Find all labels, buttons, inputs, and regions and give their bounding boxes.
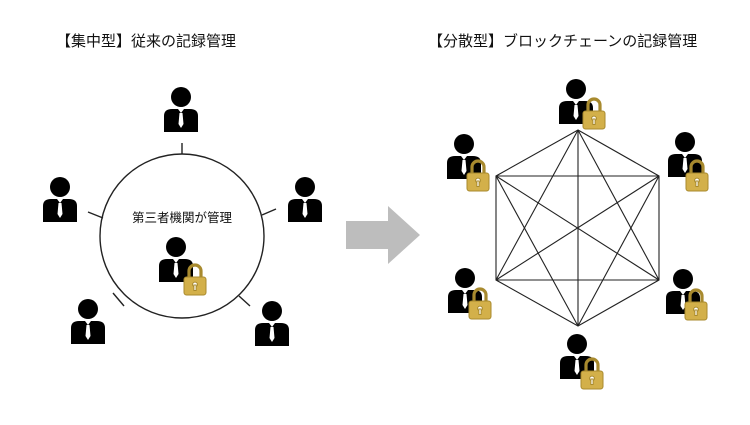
node-top — [559, 79, 607, 131]
edge-0-4 — [495, 129, 579, 281]
centralized-title: 【集中型】従来の記録管理 — [56, 32, 237, 50]
centralized-network — [43, 87, 322, 346]
user-bottom-right-icon — [255, 301, 289, 346]
user-right-icon — [288, 177, 322, 222]
node-upper-left-person-icon — [447, 134, 481, 179]
edge-2-5 — [495, 175, 660, 281]
node-upper-left — [447, 134, 491, 193]
user-bottom-left-icon — [71, 299, 105, 344]
edge-1-3 — [577, 175, 660, 327]
central-authority-label: 第三者機関が管理 — [131, 210, 232, 225]
user-top-icon — [164, 87, 198, 132]
user-left-icon — [43, 177, 77, 222]
node-lower-left — [448, 268, 493, 321]
central-authority-circle — [99, 153, 265, 319]
spoke-left — [87, 211, 104, 219]
spoke-right — [261, 208, 277, 216]
distributed-network — [495, 129, 660, 327]
spoke-bottom-right — [238, 295, 251, 307]
spoke-bottom-left — [112, 292, 125, 307]
node-bottom — [560, 334, 605, 391]
node-upper-right — [668, 132, 710, 193]
distributed-title: 【分散型】ブロックチェーンの記録管理 — [428, 32, 698, 50]
node-upper-right-person-icon — [668, 132, 702, 177]
edge-3-5 — [495, 175, 579, 327]
edge-0-2 — [577, 129, 660, 281]
transition-arrow-icon — [346, 206, 420, 264]
node-lower-right — [666, 269, 709, 322]
